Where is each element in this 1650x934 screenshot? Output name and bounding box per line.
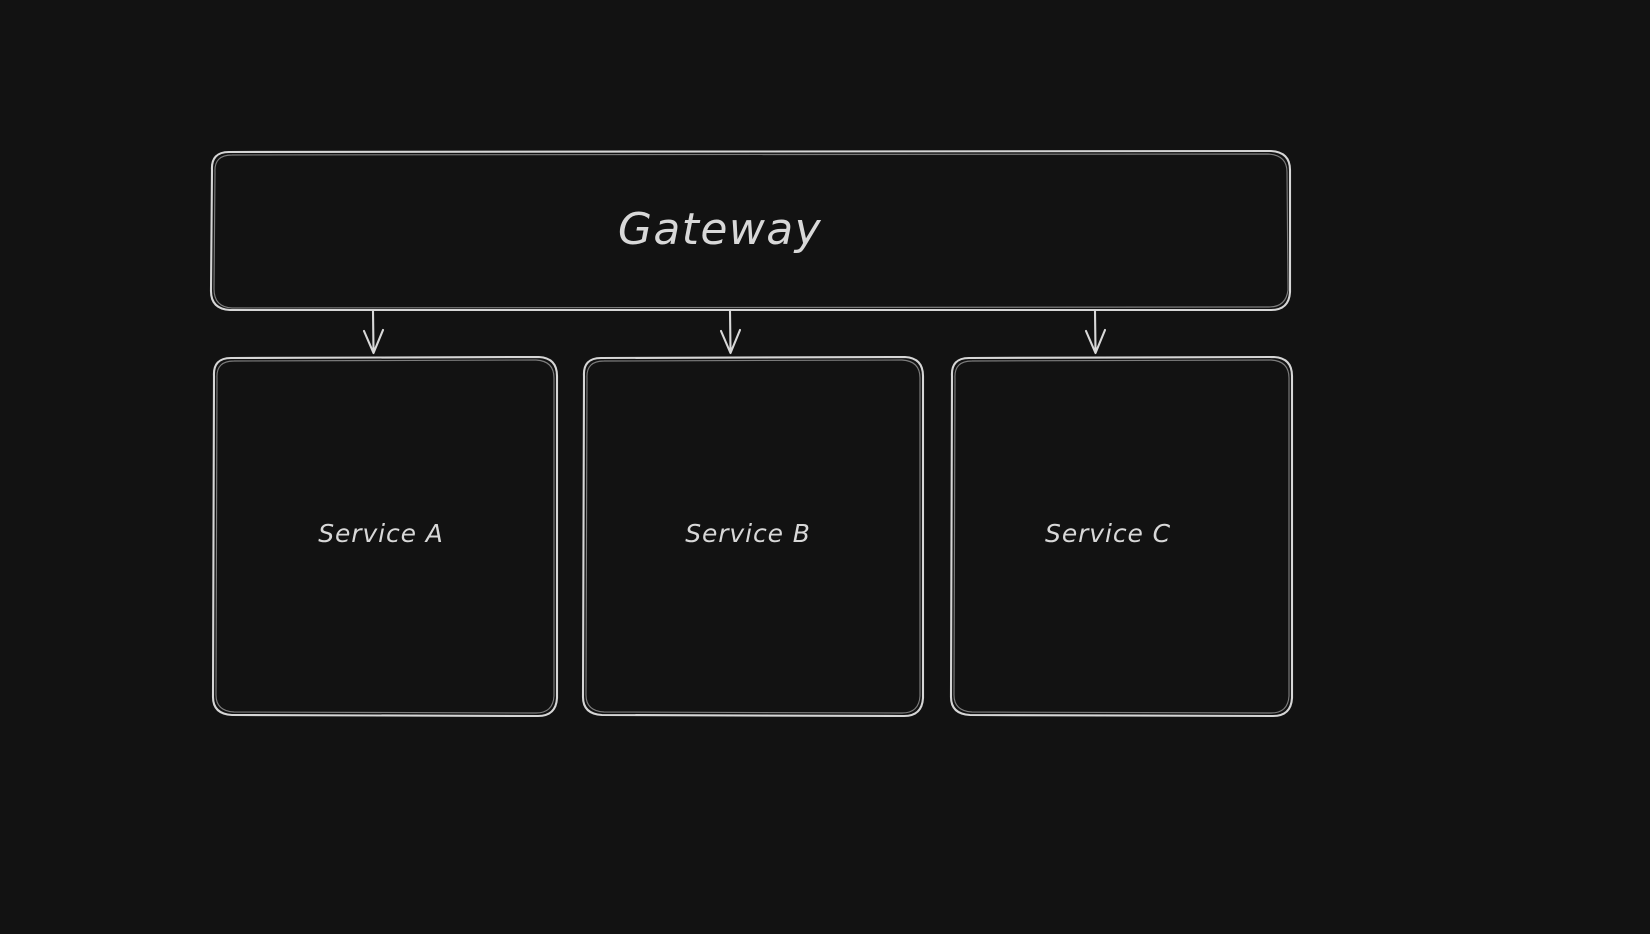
gateway-to-service-a-arrowhead [362, 328, 385, 355]
gateway-to-service-b-arrowhead [719, 328, 742, 355]
node-gateway[interactable]: Gateway [209, 149, 1292, 312]
service-c-box-sketch-overlay [953, 359, 1290, 714]
service-c-box-outline [949, 355, 1294, 718]
gateway-to-service-a-line [371, 309, 375, 352]
node-service-a[interactable]: Service A [211, 355, 559, 718]
gateway-box-outline [209, 149, 1292, 312]
gateway-to-service-c-arrowhead [1084, 328, 1107, 355]
service-a-label: Service A [318, 519, 444, 548]
gateway-label: Gateway [618, 204, 822, 255]
node-service-c[interactable]: Service C [949, 355, 1294, 718]
service-c-label: Service C [1045, 519, 1171, 548]
gateway-box-sketch-overlay [213, 153, 1289, 309]
service-b-label: Service B [685, 519, 811, 548]
gateway-to-service-c-line [1093, 309, 1097, 352]
node-service-b[interactable]: Service B [581, 355, 925, 718]
service-a-box-outline [211, 355, 559, 718]
service-a-box-sketch-overlay [215, 359, 555, 714]
edge-gateway-to-service-a[interactable] [362, 309, 385, 355]
service-b-box-outline [581, 355, 925, 718]
edge-gateway-to-service-c[interactable] [1084, 309, 1107, 355]
edge-gateway-to-service-b[interactable] [719, 309, 742, 355]
service-b-box-sketch-overlay [585, 359, 921, 714]
gateway-to-service-b-line [728, 309, 732, 352]
